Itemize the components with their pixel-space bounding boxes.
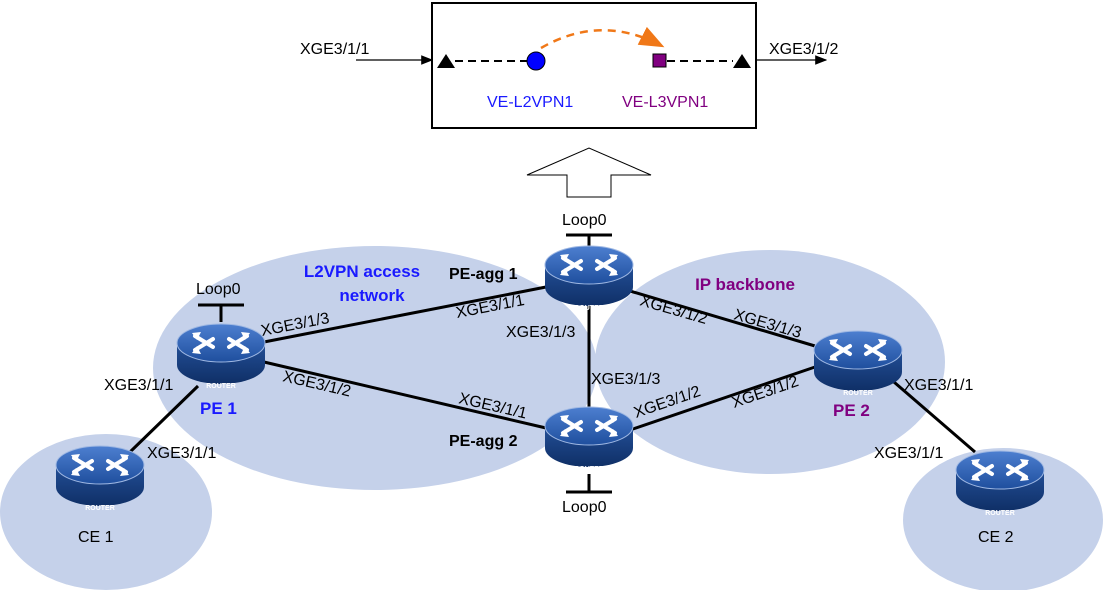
router-icon <box>543 244 635 308</box>
router-icon <box>812 329 904 393</box>
ce1-label: CE 1 <box>78 529 114 546</box>
pe1-loop-label: Loop0 <box>196 281 241 298</box>
router-icon <box>954 449 1046 513</box>
ve-l3vpn-interface <box>652 53 667 68</box>
port-ce2-to-pe2: XGE3/1/1 <box>874 445 943 462</box>
router-icon <box>54 444 146 508</box>
router-ce1[interactable]: ROUTER <box>54 444 146 512</box>
link-pe1-ce1 <box>128 384 200 454</box>
pe-agg2-label: PE-agg 2 <box>449 433 518 450</box>
l2vpn-access-region <box>153 246 597 490</box>
ve-l2vpn-label: VE-L2VPN1 <box>487 94 573 111</box>
agg2-loop-label: Loop0 <box>562 499 607 516</box>
ce1-site-region <box>0 434 212 590</box>
pe1-label: PE 1 <box>200 399 237 418</box>
ve-l3vpn-label: VE-L3VPN1 <box>622 94 708 111</box>
ingress-port-triangle <box>437 54 455 68</box>
router-ce2[interactable]: ROUTER <box>954 449 1046 517</box>
link-agg2-pe2 <box>629 365 816 432</box>
link-pe1-agg1 <box>263 285 547 344</box>
detail-box: XGE3/1/1 XGE3/1/2 VE-L2VPN1 VE-L3VPN1 <box>300 2 838 129</box>
router-pe-agg2[interactable]: ROUTER <box>543 405 635 473</box>
ce2-site-region <box>903 448 1103 590</box>
egress-port-triangle <box>733 54 751 68</box>
port-agg1-down: XGE3/1/3 <box>506 324 575 341</box>
in-port-label: XGE3/1/1 <box>300 41 369 58</box>
router-caption: ROUTER <box>985 510 1015 517</box>
port-pe2-to-ce2: XGE3/1/1 <box>904 377 973 394</box>
pe-agg1-label: PE-agg 1 <box>449 266 518 283</box>
l2vpn-region-label-1: L2VPN access <box>304 262 420 281</box>
out-port-label: XGE3/1/2 <box>769 41 838 58</box>
forwarding-arrow <box>540 26 665 50</box>
router-caption: ROUTER <box>843 390 873 397</box>
router-pe2[interactable]: ROUTER <box>812 329 904 397</box>
router-caption: ROUTER <box>574 466 604 473</box>
zoom-up-arrow <box>526 147 652 198</box>
ce2-label: CE 2 <box>978 529 1014 546</box>
router-caption: ROUTER <box>206 383 236 390</box>
ip-backbone-label: IP backbone <box>695 275 795 294</box>
router-icon <box>175 322 267 386</box>
router-caption: ROUTER <box>574 305 604 312</box>
link-pe2-ce2 <box>886 374 976 454</box>
pe2-label: PE 2 <box>833 401 870 420</box>
router-icon <box>543 405 635 469</box>
port-agg2-up: XGE3/1/3 <box>591 371 660 388</box>
port-ce1-to-pe1: XGE3/1/1 <box>147 445 216 462</box>
router-pe1[interactable]: ROUTER <box>175 322 267 390</box>
router-caption: ROUTER <box>85 505 115 512</box>
link-pe1-agg2 <box>263 360 547 430</box>
port-pe1-to-ce1: XGE3/1/1 <box>104 377 173 394</box>
l2vpn-region-label-2: network <box>339 286 405 305</box>
agg1-loop-label: Loop0 <box>562 212 607 229</box>
router-pe-agg1[interactable]: ROUTER <box>543 244 635 312</box>
link-agg1-pe2 <box>629 289 816 348</box>
ve-l2vpn-interface <box>526 51 546 71</box>
